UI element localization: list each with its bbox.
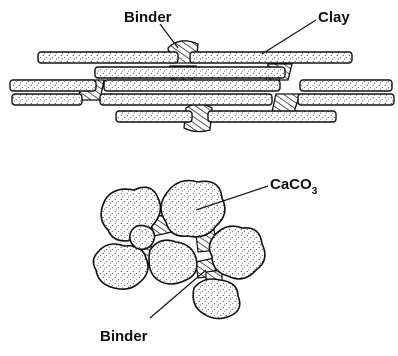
- caco3-particle: [161, 181, 225, 237]
- clay-platelet: [104, 80, 280, 91]
- label-caco3-subscript: 3: [312, 186, 318, 197]
- label-caco3-main: CaCO: [270, 176, 312, 193]
- clay-platelet: [300, 80, 392, 91]
- clay-platelet: [95, 67, 285, 78]
- binder-patch: [272, 94, 300, 112]
- caco3-particle: [93, 244, 148, 289]
- clay-platelet: [100, 94, 272, 105]
- label-clay: Clay: [318, 9, 350, 26]
- caco3-particle-diagram: CaCO3 Binder: [93, 176, 317, 345]
- caco3-particle: [130, 225, 155, 249]
- clay-platelet: [190, 52, 352, 63]
- clay-platelet: [12, 94, 82, 105]
- label-binder-top: Binder: [124, 9, 172, 26]
- caco3-particle: [209, 226, 264, 279]
- clay-platelet: [10, 80, 96, 91]
- caco3-particle: [193, 279, 240, 319]
- caco3-particles: [93, 181, 264, 319]
- clay-leader-line: [262, 20, 316, 54]
- caco3-particle: [149, 240, 197, 284]
- binder-leader-line: [160, 24, 178, 48]
- label-binder-bottom: Binder: [100, 328, 148, 345]
- clay-platelet: [208, 111, 336, 122]
- clay-platelet: [298, 94, 394, 105]
- clay-platelet: [38, 52, 178, 63]
- clay-layer-diagram: Binder Clay: [10, 9, 394, 132]
- clay-platelet: [116, 111, 192, 122]
- label-caco3: CaCO3: [270, 176, 318, 197]
